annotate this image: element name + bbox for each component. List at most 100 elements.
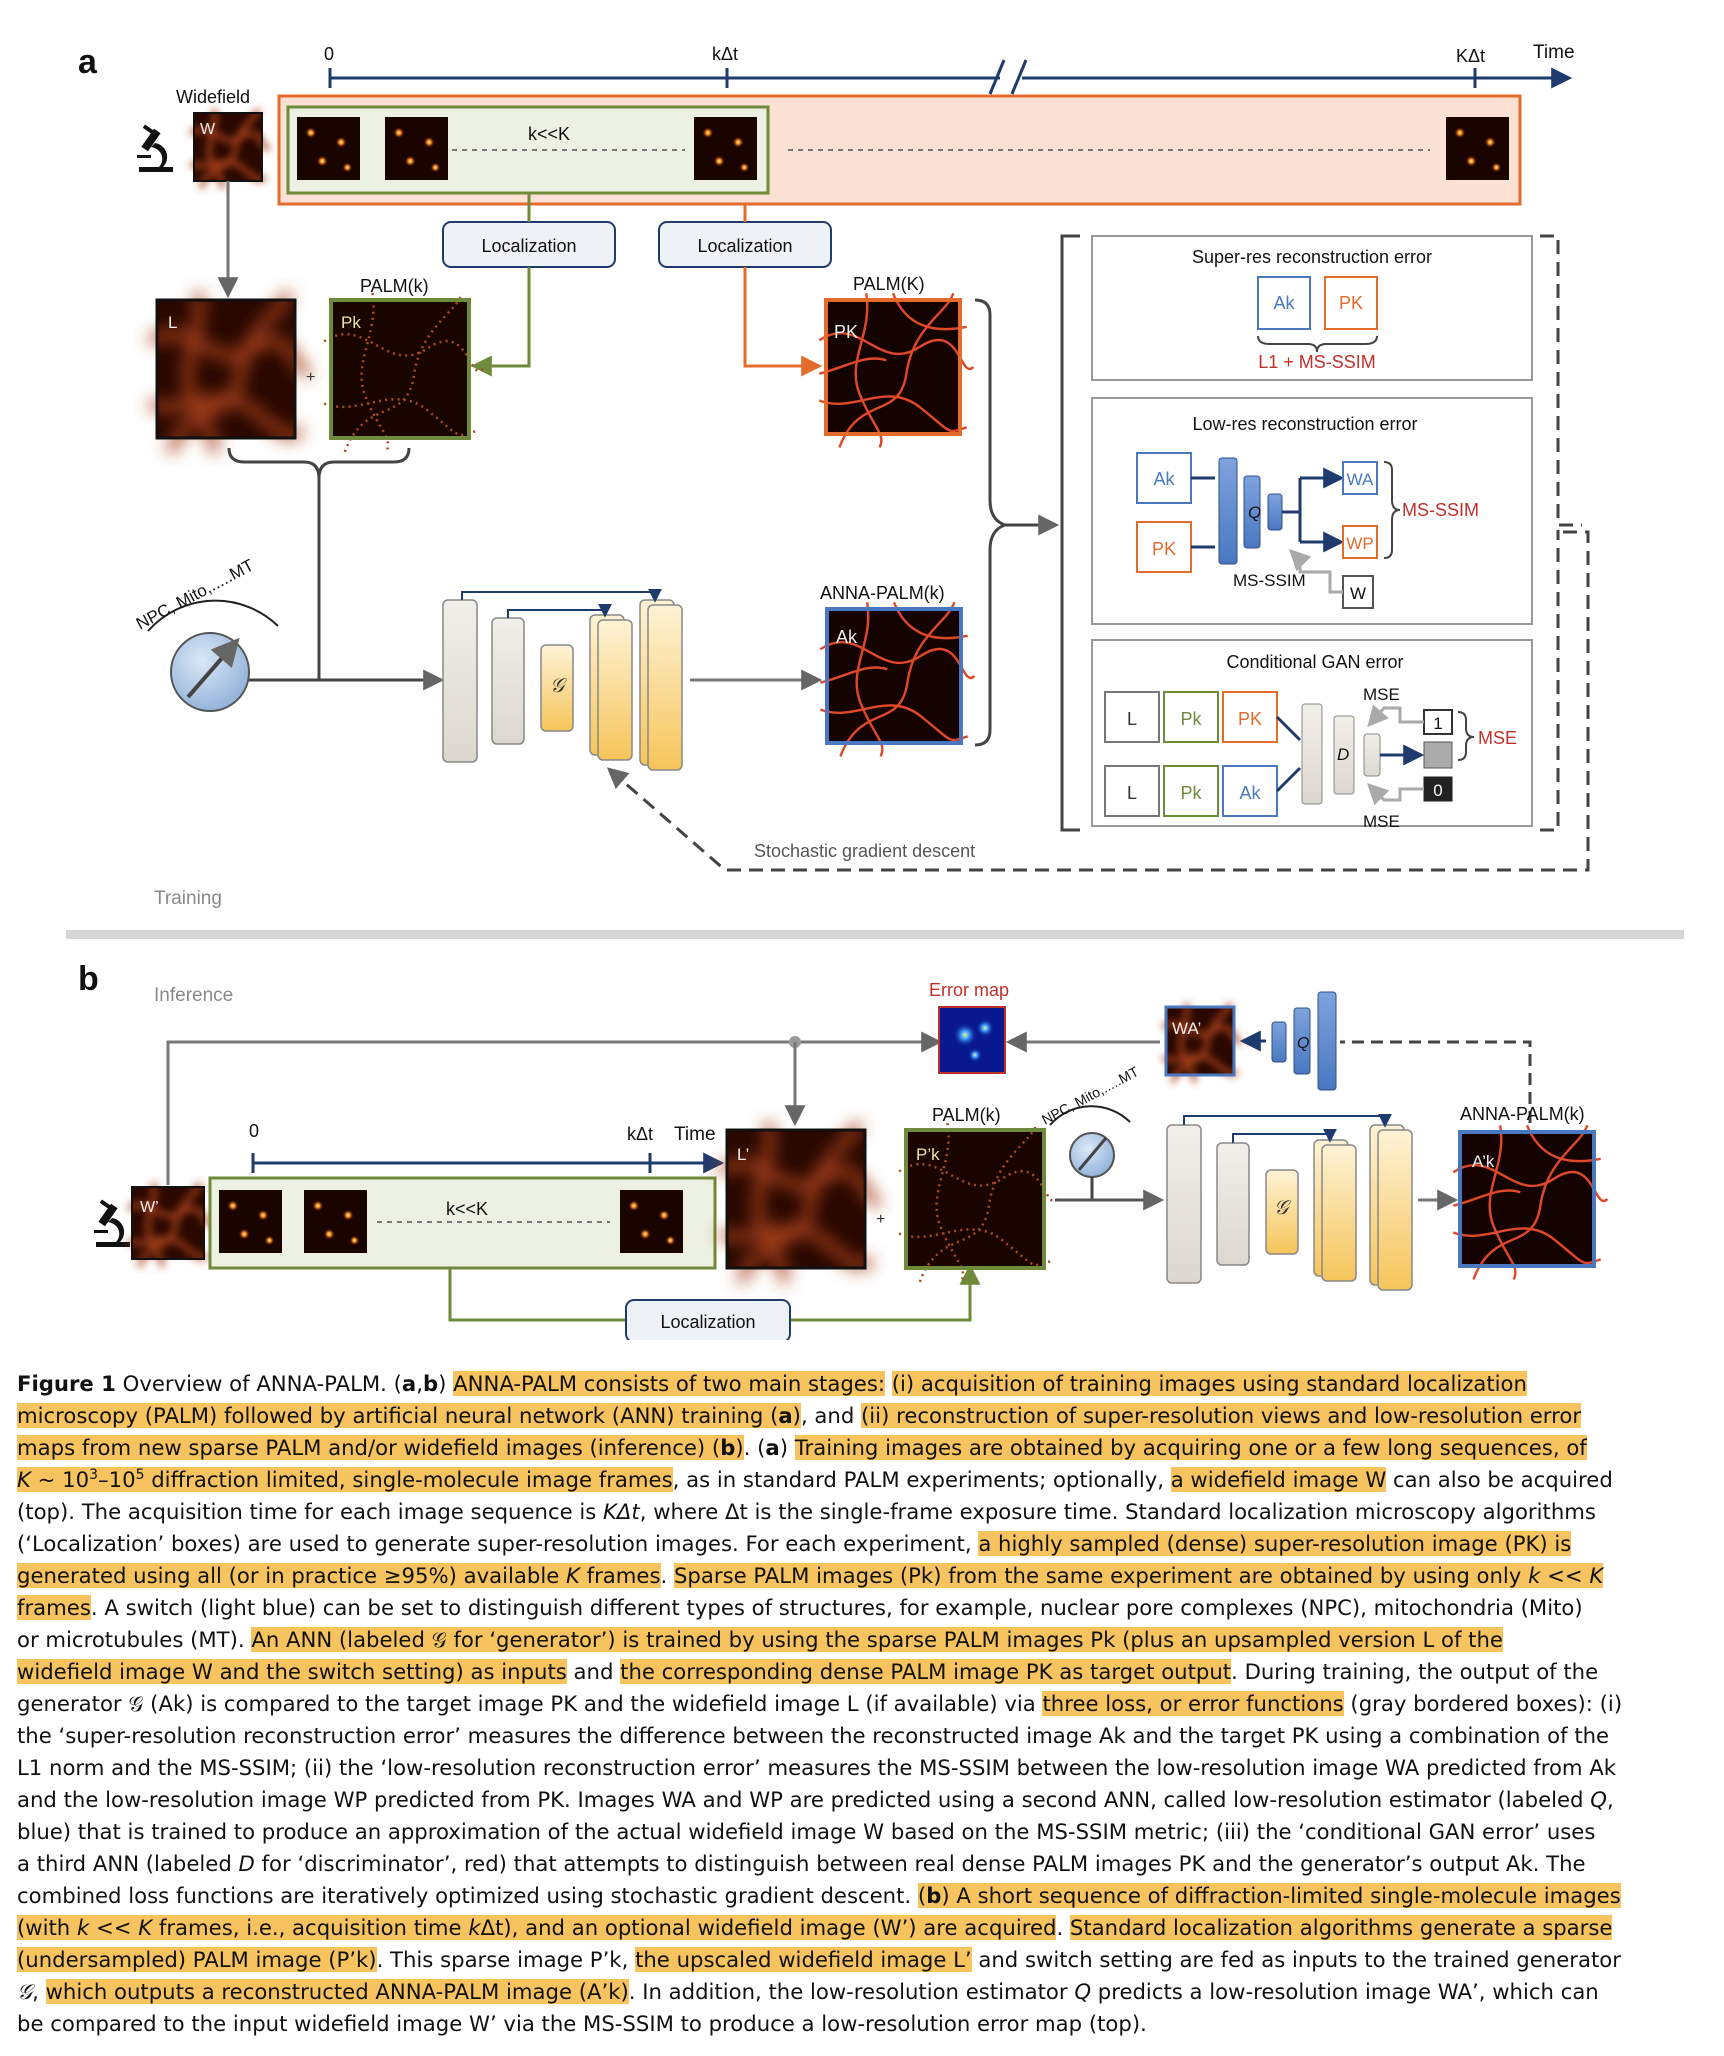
low-res-error-title: Low-res reconstruction error [1192,414,1417,434]
svg-text:Pk: Pk [1180,783,1202,803]
sparse-frame-k [694,117,757,180]
caption-line-10: widefield image W and the switch setting… [17,1659,1599,1684]
error-map-title: Error map [929,980,1009,1000]
sparse-frame-b2 [304,1190,367,1253]
time-axis-b [251,1152,725,1174]
localization-label-b: Localization [660,1312,755,1332]
caption-line-18: (with k << K frames, i.e., acquisition t… [17,1915,1613,1940]
box1-metric: L1 + MS-SSIM [1258,352,1376,372]
mse-top: MSE [1363,685,1400,704]
box2-pk [1136,521,1192,573]
time-b-title: Time [674,1124,716,1145]
pk-tag: Pk [341,313,361,332]
microscope-icon [137,124,173,172]
generator-g-b: 𝒢 [1274,1197,1292,1219]
svg-text:Ak: Ak [1239,783,1261,803]
caption-line-21: be compared to the input widefield image… [17,2011,1147,2036]
figure-1-diagram: a 0 kΔt KΔt Time Widefield W k<<K Locali… [66,42,1684,1340]
time-axis-a [328,59,1573,95]
box2-msssim: MS-SSIM [1233,571,1306,590]
input-brace [227,447,411,479]
caption-line-13: L1 norm and the MS-SSIM; (ii) the ‘low-r… [17,1755,1617,1780]
ak-prime-tag: A’k [1472,1152,1495,1171]
svg-text:1: 1 [1433,714,1442,733]
wa-prime-tag: WA’ [1172,1019,1201,1038]
caption-line-11: generator 𝒢 (Ak) is compared to the targ… [17,1691,1623,1716]
image-l-prime [720,1123,879,1282]
image-l [150,293,309,452]
sparse-sequence-box [286,105,770,195]
pk-prime-tag: P’k [916,1145,940,1164]
box2-wp [1342,525,1378,559]
mse-bottom: MSE [1363,812,1400,831]
caption-line-19: (undersampled) PALM image (P’k). This sp… [17,1947,1621,1972]
panel-separator [66,930,1684,939]
caption-line-4: K ~ 103–105 diffraction limited, single-… [17,1466,1613,1492]
gan-error-title: Conditional GAN error [1226,652,1403,672]
image-pk [322,291,485,454]
svg-text:WA: WA [1347,470,1374,489]
sparse-frame-bk [620,1190,683,1253]
full-frame-K [1446,117,1509,180]
caption-line-1: Figure 1 Overview of ANNA-PALM. (a,b) AN… [17,1371,1527,1396]
localization-box-b [625,1299,791,1340]
super-res-error-title: Super-res reconstruction error [1192,247,1432,267]
image-PK [818,292,975,449]
discriminator-network [1301,703,1381,805]
panel-a-label: a [78,43,98,81]
loss-bracket [1060,234,1080,832]
PK-tag: PK [834,322,858,342]
l-tag: L [168,313,177,332]
box2-ak [1136,452,1192,504]
palm-k-title-b: PALM(k) [932,1105,1001,1125]
caption-line-5: (top). The acquisition time for each ima… [17,1499,1596,1524]
svg-text:L: L [1127,783,1137,803]
time-tick-0: 0 [324,44,334,64]
generator-network-b [1166,1113,1413,1291]
svg-text:Ak: Ak [1273,293,1295,313]
error-map-image [938,1006,1006,1074]
low-res-error-box [1091,397,1533,625]
palm-K-title: PALM(K) [853,274,925,294]
svg-text:WP: WP [1346,534,1373,553]
w-tag: W [200,121,216,138]
caption-line-3: maps from new sparse PALM and/or widefie… [17,1435,1587,1460]
low-res-estimator-a [1218,457,1283,565]
k-less-K-label: k<<K [528,124,570,144]
q-label-b: Q [1297,1035,1309,1052]
image-ak [819,601,976,758]
box1-ak [1257,276,1311,330]
training-label: Training [154,888,222,909]
caption-line-7: generated using all (or in practice ≥95%… [17,1563,1604,1588]
gan-mse-red: MSE [1478,728,1517,748]
ak-tag: Ak [836,627,858,647]
l-prime-tag: L’ [737,1145,749,1164]
anna-palm-k-title-b: ANNA-PALM(k) [1460,1104,1585,1124]
box3-PK [1222,691,1278,743]
caption-line-6: (‘Localization’ boxes) are used to gener… [17,1531,1572,1556]
green-arrow-b [448,1268,626,1322]
box2-w [1342,575,1374,609]
localization-label-1: Localization [481,236,576,256]
caption-line-9: or microtubules (MT). An ANN (labeled 𝒢 … [17,1627,1503,1652]
time-tick-kdt: kΔt [712,44,738,64]
palm-k-title: PALM(k) [360,276,429,296]
anna-palm-k-title-a: ANNA-PALM(k) [820,583,945,603]
svg-text:Pk: Pk [1180,709,1202,729]
svg-text:PK: PK [1238,709,1262,729]
top-loop-line [166,1031,943,1185]
switch-label-a: NPC, Mito,.....MT [133,556,257,634]
box3-l2 [1104,765,1160,817]
generator-network-a [442,588,683,771]
gan-out-gray [1423,741,1453,769]
switch-dial-a [147,599,279,712]
svg-text:W: W [1350,584,1366,603]
box3-l1 [1104,691,1160,743]
inference-label: Inference [154,985,233,1006]
d-label: D [1337,745,1349,764]
panel-b-label: b [78,960,99,998]
caption-line-2: microscopy (PALM) followed by artificial… [17,1403,1582,1428]
box1-pk [1324,276,1378,330]
widefield-image-w-prime [128,1183,211,1266]
image-wa-prime [1163,1004,1241,1082]
